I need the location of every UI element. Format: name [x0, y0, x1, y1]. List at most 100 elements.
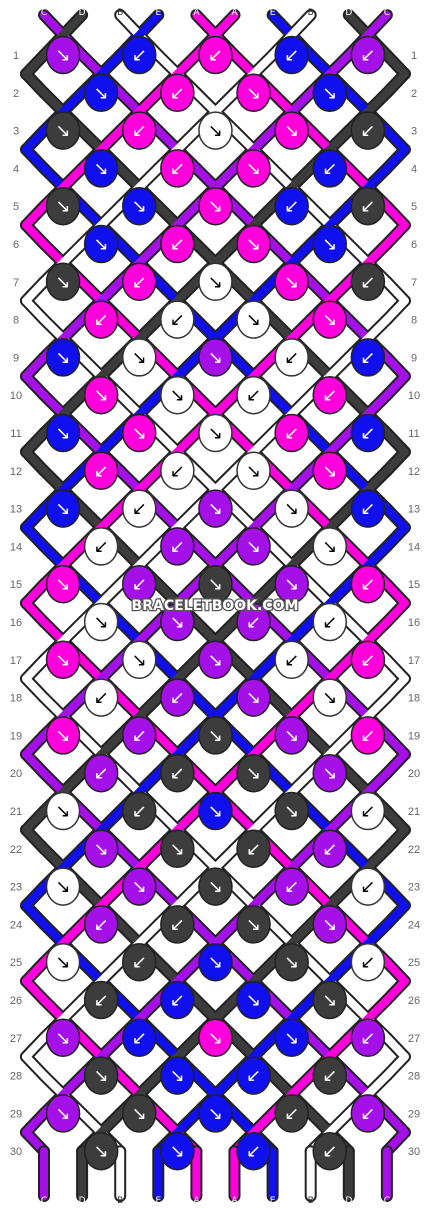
knot-arrow-icon: ↘ — [132, 650, 147, 671]
knot — [274, 186, 309, 226]
knot-arrow-icon: ↘ — [322, 83, 337, 104]
knot — [198, 111, 233, 150]
strand-letter-bottom: C — [384, 1196, 390, 1206]
row-number-left: 15 — [10, 579, 22, 591]
row-number-right: 6 — [411, 239, 417, 251]
knot — [236, 527, 271, 566]
knot-arrow-icon: ↘ — [246, 763, 261, 784]
knot-arrow-icon: ↙ — [246, 1066, 261, 1087]
knot — [83, 451, 119, 491]
row-number-right: 29 — [408, 1108, 420, 1120]
strand-segment — [382, 580, 409, 608]
strand-segment — [382, 1109, 409, 1137]
knot-arrow-icon: ↙ — [208, 45, 223, 66]
knot — [122, 1094, 157, 1133]
knot-arrow-icon: ↘ — [56, 801, 71, 822]
knot — [83, 678, 119, 717]
knot-arrow-icon: ↙ — [360, 877, 375, 898]
knot-arrow-icon: ↙ — [170, 158, 185, 179]
row-number-right: 1 — [411, 50, 417, 62]
knot-arrow-icon: ↘ — [56, 1103, 71, 1124]
knot — [122, 111, 157, 150]
knot-arrow-icon: ↘ — [208, 574, 223, 595]
knot — [236, 678, 271, 717]
strand-segment — [382, 504, 409, 532]
knot-arrow-icon: ↙ — [360, 347, 375, 368]
knot — [45, 791, 81, 831]
knot — [198, 716, 233, 755]
knot-arrow-icon: ↘ — [246, 688, 261, 709]
knot-arrow-icon: ↙ — [360, 121, 375, 142]
row-number-right: 22 — [408, 844, 420, 856]
knot — [350, 262, 386, 302]
strand-letter-bottom: D — [345, 1196, 352, 1206]
knot-arrow-icon: ↙ — [170, 234, 185, 255]
strand-segment — [22, 221, 48, 248]
row-number-left: 4 — [13, 163, 19, 175]
knot — [350, 942, 386, 982]
strand-letter-top: B — [117, 8, 123, 18]
knot — [198, 262, 233, 302]
knot-arrow-icon: ↙ — [360, 45, 375, 66]
knot — [198, 867, 233, 906]
strand-segment — [382, 825, 409, 853]
knot-arrow-icon: ↘ — [208, 1028, 223, 1049]
row-number-left: 3 — [13, 126, 19, 138]
knot-arrow-icon: ↘ — [322, 461, 337, 482]
row-number-left: 2 — [13, 88, 19, 100]
row-number-left: 19 — [10, 730, 22, 742]
knot-arrow-icon: ↙ — [132, 45, 147, 66]
knot-arrow-icon: ↘ — [56, 877, 71, 898]
knot — [312, 73, 347, 113]
strand-segment — [382, 277, 409, 305]
row-number-left: 6 — [13, 239, 19, 251]
knot — [350, 111, 386, 150]
strand-segment — [382, 655, 409, 683]
knot — [83, 527, 119, 566]
knot-arrow-icon: ↘ — [170, 612, 185, 633]
knot-arrow-icon: ↙ — [360, 272, 375, 293]
strand-letter-bottom: A — [231, 1196, 238, 1206]
knot-arrow-icon: ↙ — [284, 196, 299, 217]
knot-arrow-icon: ↘ — [208, 650, 223, 671]
knot-arrow-icon: ↙ — [170, 310, 185, 331]
row-number-right: 27 — [408, 1033, 420, 1045]
knot — [236, 905, 271, 944]
knot-arrow-icon: ↙ — [132, 574, 147, 595]
row-number-left: 16 — [10, 617, 22, 629]
knot-arrow-icon: ↘ — [170, 1141, 185, 1162]
knot — [274, 1018, 309, 1058]
knot — [350, 640, 386, 680]
strand-letter-top: B — [308, 8, 314, 18]
knot — [160, 1131, 195, 1171]
strand-segment — [22, 51, 48, 78]
knot-arrow-icon: ↙ — [284, 45, 299, 66]
knot-arrow-icon: ↘ — [246, 914, 261, 935]
strand-segment — [382, 353, 409, 381]
knot-arrow-icon: ↘ — [132, 196, 147, 217]
knot — [312, 829, 347, 869]
row-number-left: 21 — [10, 806, 22, 818]
knot — [236, 451, 271, 491]
knot — [274, 640, 309, 680]
knot-arrow-icon: ↙ — [246, 839, 261, 860]
strand-segment — [382, 750, 409, 778]
row-number-left: 29 — [10, 1108, 22, 1120]
knot — [160, 375, 195, 415]
strand-segment — [22, 353, 48, 381]
knot-arrow-icon: ↘ — [246, 310, 261, 331]
knot — [83, 375, 119, 415]
knot — [160, 602, 195, 642]
knot — [312, 678, 347, 717]
knot — [236, 1131, 271, 1171]
row-number-left: 7 — [13, 277, 19, 289]
knot — [274, 564, 309, 604]
knot-arrow-icon: ↘ — [132, 347, 147, 368]
strand-segment — [382, 674, 409, 702]
knot — [274, 338, 309, 377]
knot-arrow-icon: ↘ — [208, 801, 223, 822]
knot — [122, 186, 157, 226]
knot-arrow-icon: ↙ — [360, 650, 375, 671]
knot-arrow-icon: ↙ — [284, 877, 299, 898]
knot-arrow-icon: ↘ — [284, 574, 299, 595]
